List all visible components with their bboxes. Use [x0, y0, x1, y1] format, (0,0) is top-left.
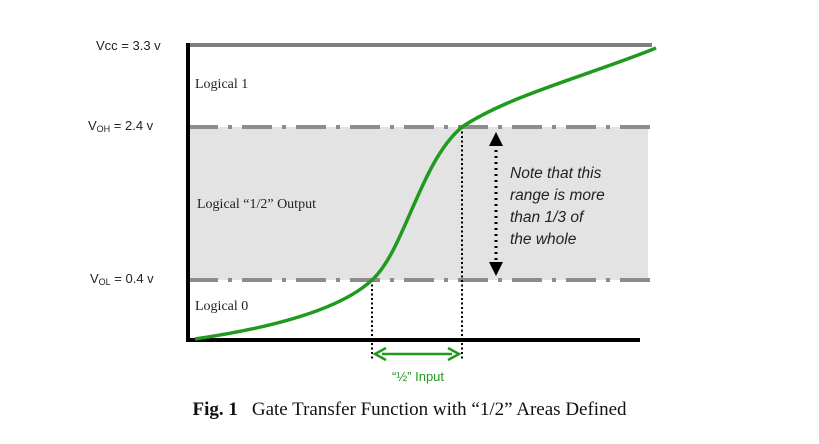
left-arrowhead-icon	[372, 346, 387, 362]
logical-1-label: Logical 1	[195, 77, 248, 92]
up-arrowhead-icon	[489, 132, 503, 146]
down-arrowhead-icon	[489, 262, 503, 276]
logical-0-label: Logical 0	[195, 299, 248, 314]
figure-caption-text: Gate Transfer Function with “1/2” Areas …	[251, 399, 627, 420]
note-line-4: the whole	[510, 231, 577, 248]
figure-number: Fig. 1	[192, 399, 238, 420]
note-line-2: range is more	[510, 187, 605, 204]
half-output-band	[188, 127, 648, 280]
half-input-label: “½” Input	[392, 369, 444, 384]
vcc-level-label: Vcc = 3.3 v	[96, 38, 161, 53]
right-arrowhead-icon	[447, 346, 462, 362]
logical-half-output-label: Logical “1/2” Output	[197, 197, 316, 212]
vol-level-label: VOL = 0.4 v	[90, 271, 154, 287]
voh-level-label: VOH = 2.4 v	[88, 118, 154, 134]
figure-caption: Fig. 1 Gate Transfer Function with “1/2” …	[0, 399, 819, 421]
transfer-curve	[194, 46, 657, 341]
note-line-1: Note that this	[510, 165, 602, 182]
note-line-3: than 1/3 of	[510, 209, 585, 226]
